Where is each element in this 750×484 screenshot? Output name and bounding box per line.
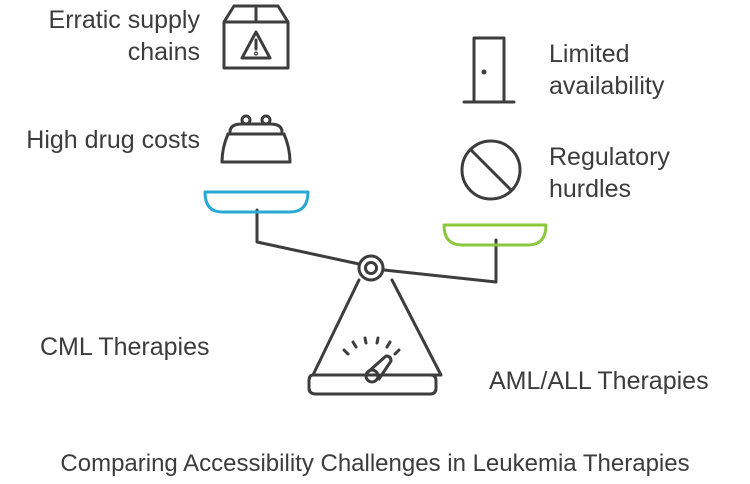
scale-pivot <box>357 254 385 282</box>
right-pan <box>442 223 548 247</box>
door-icon <box>462 34 516 106</box>
scale-base <box>307 373 438 396</box>
scale-beam <box>255 208 361 266</box>
coin-purse-icon <box>218 112 294 166</box>
factor-limited-availability: Limited availability <box>549 40 665 100</box>
factor-regulatory-hurdles: Regulatory hurdles <box>549 143 670 203</box>
aml-all-therapies-label: AML/ALL Therapies <box>489 367 709 395</box>
prohibited-icon <box>459 138 523 202</box>
diagram-caption: Comparing Accessibility Challenges in Le… <box>60 450 690 477</box>
cml-therapies-label: CML Therapies <box>40 333 210 361</box>
factor-high-drug-costs: High drug costs <box>26 126 200 154</box>
gauge-icon <box>342 336 401 384</box>
warning-box-icon <box>220 2 292 72</box>
left-pan <box>203 190 310 214</box>
factor-erratic-supply-chains: Erratic supply chains <box>48 6 200 66</box>
scale-stand <box>311 278 443 377</box>
